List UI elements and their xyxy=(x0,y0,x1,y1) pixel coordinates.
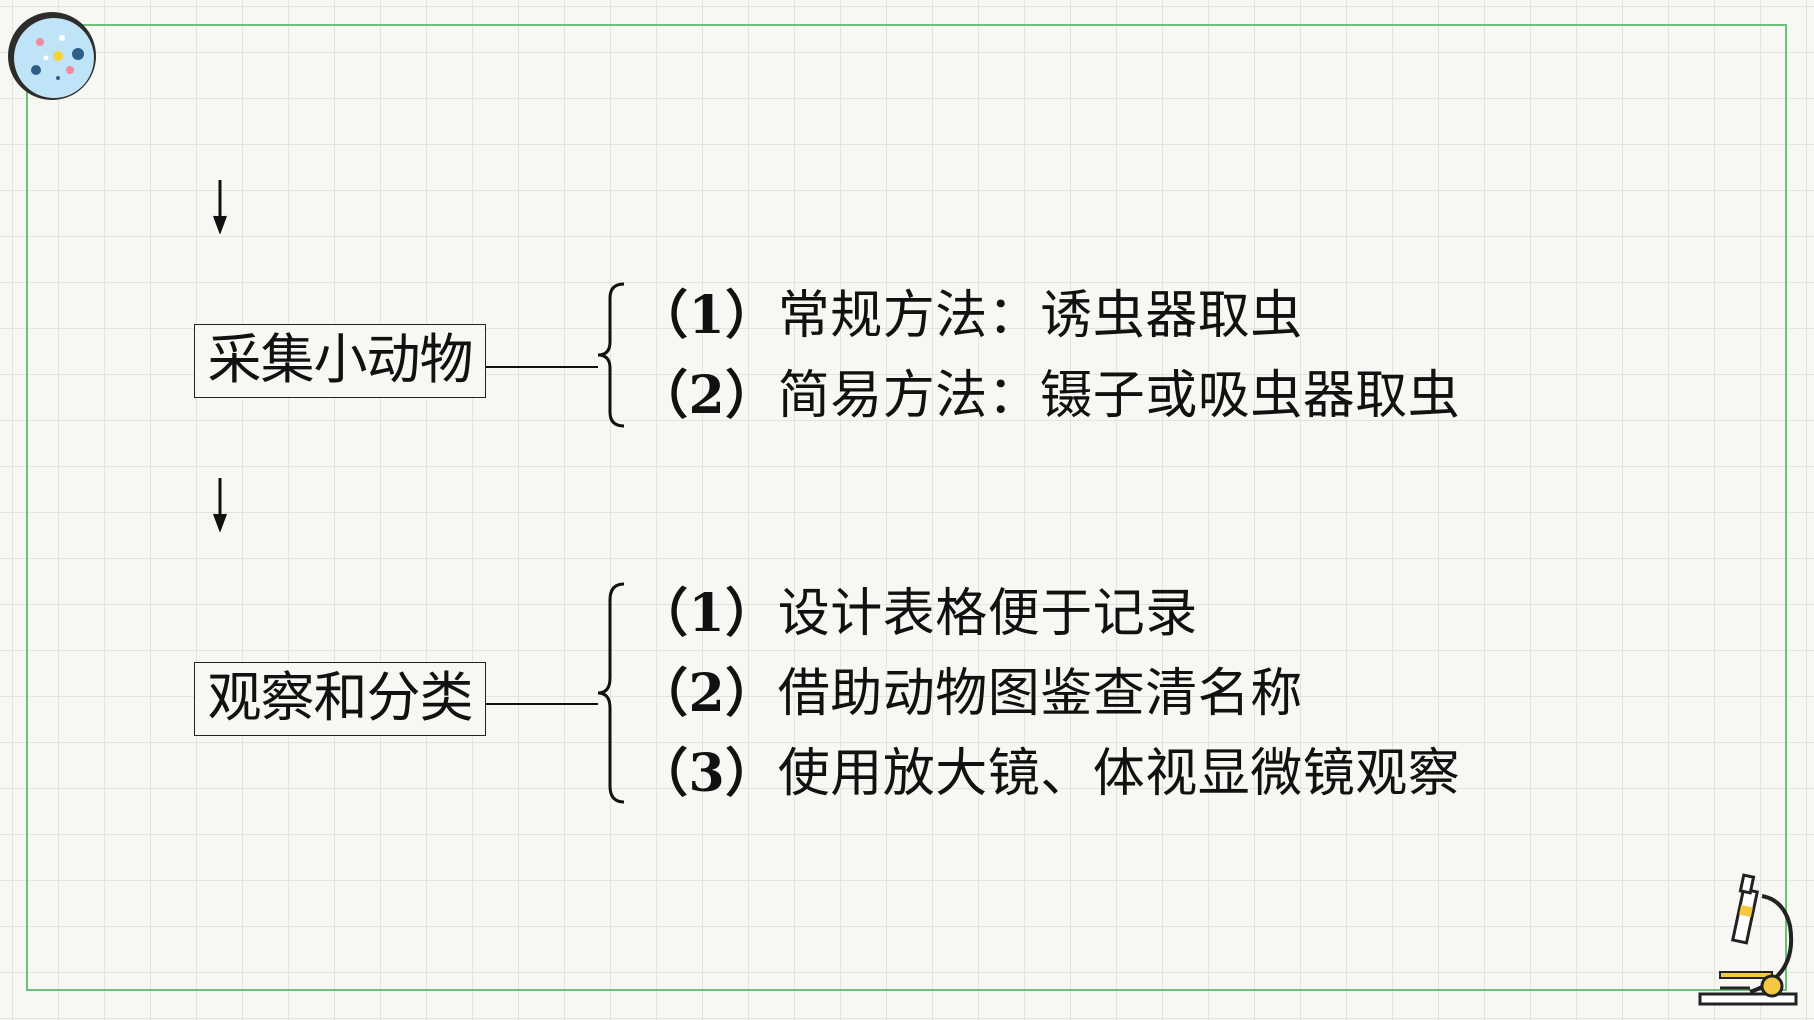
flow-arrow-middle xyxy=(213,478,227,532)
item-number: （2） xyxy=(636,663,778,724)
connector-line-1 xyxy=(486,366,598,368)
list-item: （2）借助动物图鉴查清名称 xyxy=(636,654,1460,734)
bubbles-badge-icon xyxy=(8,12,96,100)
list-item: （3）使用放大镜、体视显微镜观察 xyxy=(636,734,1460,814)
item-text: 使用放大镜、体视显微镜观察 xyxy=(777,744,1461,804)
node-collect-animals: 采集小动物 xyxy=(194,324,486,398)
list-item: （2）简易方法：镊子或吸虫器取虫 xyxy=(636,356,1460,436)
content-frame xyxy=(26,24,1787,991)
microscope-icon xyxy=(1698,873,1798,1006)
item-text: 简易方法：镊子或吸虫器取虫 xyxy=(777,366,1461,426)
list-item: （1）设计表格便于记录 xyxy=(636,574,1460,654)
connector-line-2 xyxy=(486,703,598,705)
item-number: （2） xyxy=(636,365,778,426)
item-text: 设计表格便于记录 xyxy=(777,584,1198,644)
flow-arrow-top xyxy=(213,180,227,234)
group-1-items: （1）常规方法：诱虫器取虫 （2）简易方法：镊子或吸虫器取虫 xyxy=(636,276,1460,436)
item-number: （1） xyxy=(636,285,778,346)
brace-1 xyxy=(597,282,625,428)
node-observe-classify: 观察和分类 xyxy=(194,662,486,736)
item-number: （3） xyxy=(636,743,778,804)
item-text: 借助动物图鉴查清名称 xyxy=(777,664,1303,724)
list-item: （1）常规方法：诱虫器取虫 xyxy=(636,276,1460,356)
group-2-items: （1）设计表格便于记录 （2）借助动物图鉴查清名称 （3）使用放大镜、体视显微镜… xyxy=(636,574,1460,814)
item-text: 常规方法：诱虫器取虫 xyxy=(777,286,1303,346)
item-number: （1） xyxy=(636,583,778,644)
brace-2 xyxy=(597,582,625,804)
